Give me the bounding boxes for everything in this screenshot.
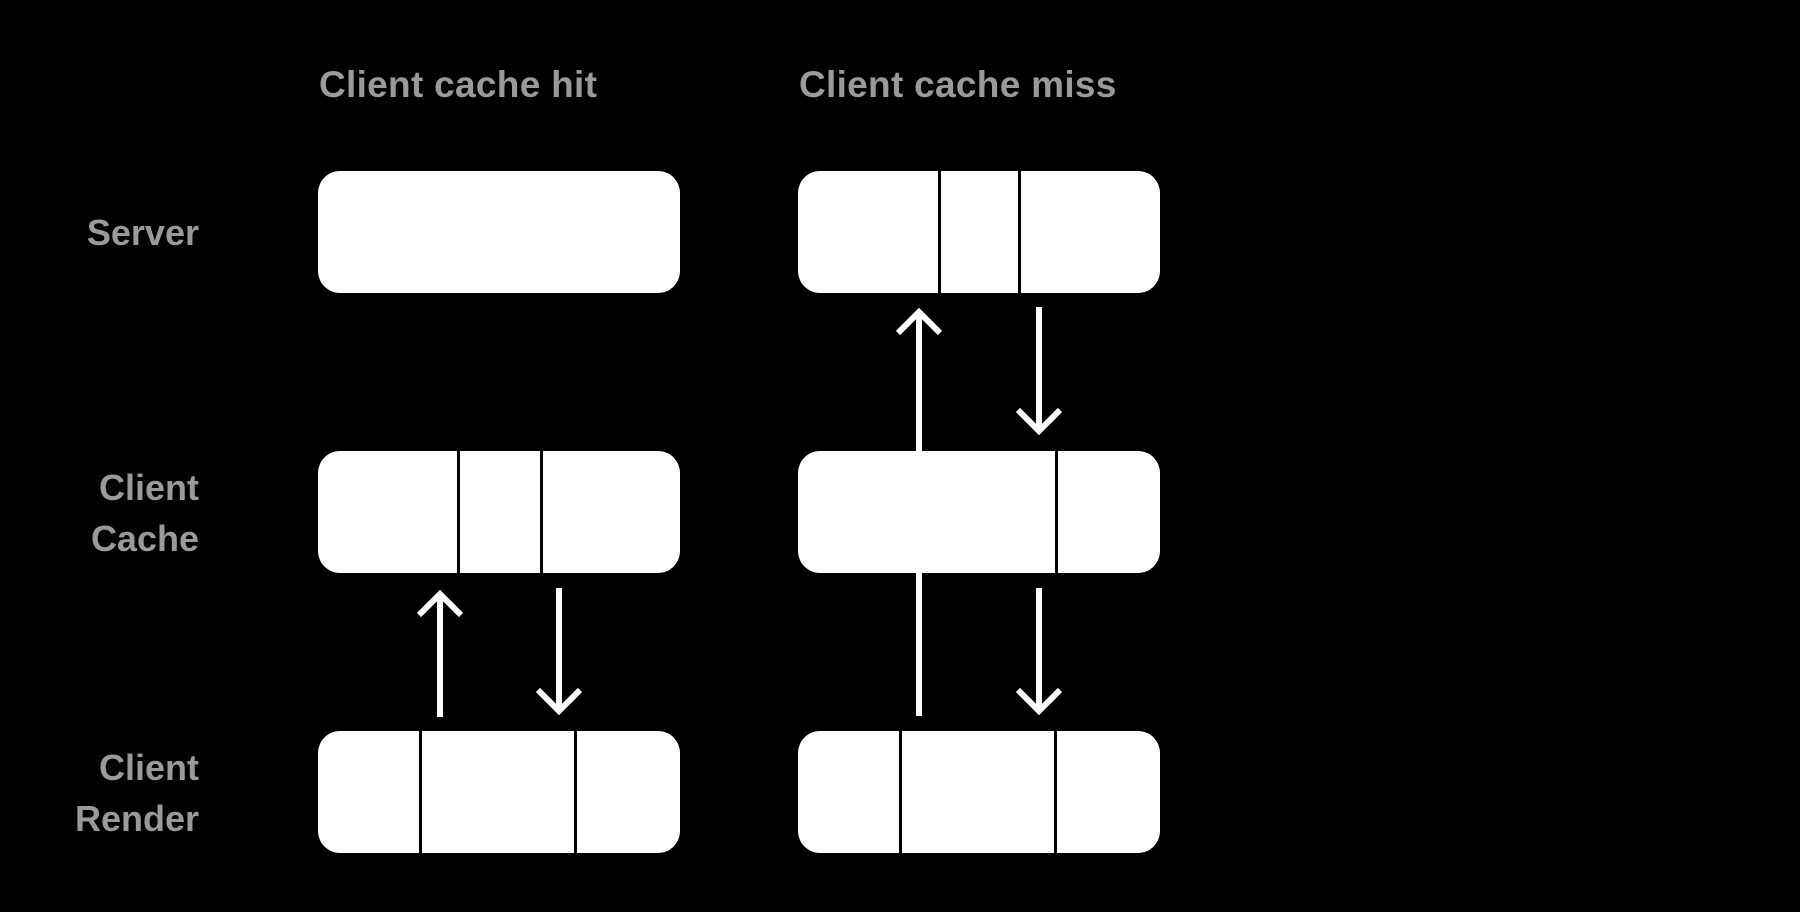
hit-down-arrow	[535, 588, 583, 716]
hit-client-cache-box	[318, 451, 680, 573]
hit-cache-segment-divider	[540, 451, 543, 573]
row-label-client-cache-line2: Cache	[90, 518, 199, 559]
hit-render-segment-divider	[574, 731, 577, 853]
row-label-client-cache-line1: Client	[98, 467, 199, 508]
row-label-client-render: Client Render	[75, 742, 199, 844]
miss-down-arrow-server-to-cache	[1015, 307, 1063, 436]
row-label-client-render-line2: Render	[74, 798, 199, 839]
miss-render-segment-divider	[1054, 731, 1057, 853]
miss-client-cache-box	[798, 451, 1160, 573]
miss-server-box	[798, 171, 1160, 293]
miss-render-segment-divider	[899, 731, 902, 853]
miss-up-arrow	[895, 307, 943, 716]
miss-server-segment-divider	[1018, 171, 1021, 293]
miss-cache-segment-divider	[1055, 451, 1058, 573]
miss-client-render-box	[798, 731, 1160, 853]
hit-client-render-box	[318, 731, 680, 853]
row-label-client-render-line1: Client	[98, 747, 199, 788]
row-label-server-text: Server	[86, 212, 199, 253]
miss-down-arrow-cache-to-render	[1015, 588, 1063, 716]
row-label-server: Server	[87, 207, 199, 258]
hit-cache-segment-divider	[457, 451, 460, 573]
row-label-client-cache: Client Cache	[91, 462, 199, 564]
hit-render-segment-divider	[419, 731, 422, 853]
hit-up-arrow	[416, 589, 464, 717]
column-title-cache-miss: Client cache miss	[799, 64, 1117, 105]
column-title-cache-hit: Client cache hit	[319, 64, 598, 105]
miss-server-segment-divider	[938, 171, 941, 293]
hit-server-box	[318, 171, 680, 293]
